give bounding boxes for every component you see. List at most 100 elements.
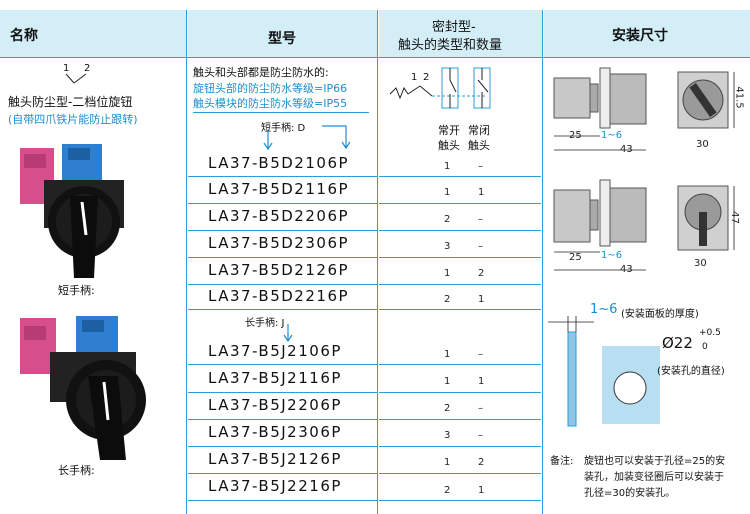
dim-43-bottom: 43 xyxy=(620,264,633,275)
header-band-name xyxy=(0,10,186,57)
row-line xyxy=(379,203,541,204)
header-install: 安装尺寸 xyxy=(612,28,668,44)
long-arrow xyxy=(283,324,293,343)
contact-no-short-4: 3 xyxy=(444,241,451,252)
contact-no-long-2: 1 xyxy=(444,376,451,387)
model-long-5: LA37-B5J2126P xyxy=(208,450,342,468)
contact-nc-short-3: – xyxy=(478,214,483,225)
row-line xyxy=(379,176,541,177)
row-line xyxy=(379,284,541,285)
contact-nc-short-2: 1 xyxy=(478,187,485,198)
contact-nc-long-1: – xyxy=(478,349,483,360)
contact-no-short-6: 2 xyxy=(444,294,451,305)
long-handle-title: 长手柄: J xyxy=(245,318,285,329)
contact-nc-long-4: – xyxy=(478,430,483,441)
header-seal-line2: 触头的类型和数量 xyxy=(398,38,503,53)
dim-range-bottom: 1~6 xyxy=(601,250,623,261)
model-short-2: LA37-B5D2116P xyxy=(208,180,350,198)
contact-no-long-5: 1 xyxy=(444,457,451,468)
contact-no-short-5: 1 xyxy=(444,268,451,279)
contact-no-long-3: 2 xyxy=(444,403,451,414)
row-line xyxy=(188,203,377,204)
hole-note: (安装孔的直径) xyxy=(657,366,725,377)
short-arrow-left xyxy=(263,130,273,151)
contact-nc-short-6: 1 xyxy=(478,294,485,305)
row-line xyxy=(379,473,541,474)
model-intro-underline xyxy=(193,112,369,113)
model-short-5: LA37-B5D2126P xyxy=(208,261,350,279)
mounting-hole-drawing xyxy=(602,346,660,424)
divider-3 xyxy=(542,10,543,514)
remark-line-3: 孔径=30的安装孔。 xyxy=(584,488,676,499)
product-note: (自带四爪铁片能防止跟转) xyxy=(8,113,138,126)
dim-range-top: 1~6 xyxy=(601,130,623,141)
row-line xyxy=(188,230,377,231)
ip-head-rating: 旋钮头部的防尘防水等级=IP66 xyxy=(193,82,348,95)
position-label-1: 1 xyxy=(63,63,70,74)
product-name: 触头防尘型-二档位旋钮 xyxy=(8,95,133,109)
model-short-4: LA37-B5D2306P xyxy=(208,234,350,252)
row-line xyxy=(188,284,377,285)
contact-no-long-4: 3 xyxy=(444,430,451,441)
contact-no-long-6: 2 xyxy=(444,485,451,496)
header-bottom-line xyxy=(0,57,750,58)
model-long-6: LA37-B5J2216P xyxy=(208,477,342,495)
short-arrow-right xyxy=(322,125,351,150)
divider-1 xyxy=(186,10,187,514)
dim-25-top: 25 xyxy=(569,130,582,141)
header-band-model xyxy=(188,10,377,57)
contact-symbol-label-2: 2 xyxy=(423,72,430,83)
header-name: 名称 xyxy=(10,28,38,44)
short-handle-label: 短手柄: xyxy=(58,284,95,297)
contact-nc-short-1: – xyxy=(478,161,483,172)
no-contact-label-2: 触头 xyxy=(438,139,460,152)
contact-nc-short-4: – xyxy=(478,241,483,252)
row-line xyxy=(379,446,541,447)
model-short-6: LA37-B5D2216P xyxy=(208,287,350,305)
short-handle-switch-image xyxy=(20,144,124,278)
model-intro: 触头和头部都是防尘防水的: xyxy=(193,66,329,79)
hole-diameter: Ø22 xyxy=(662,334,693,352)
dim-height-bottom: 47 xyxy=(728,211,740,224)
row-line xyxy=(188,176,377,177)
selector-position-icon xyxy=(65,73,87,84)
remark-label: 备注: xyxy=(550,456,574,467)
row-line xyxy=(188,500,377,501)
front-view-drawing-long xyxy=(677,185,735,251)
contact-nc-short-5: 2 xyxy=(478,268,485,279)
side-view-drawing-short xyxy=(553,67,647,151)
model-short-3: LA37-B5D2206P xyxy=(208,207,350,225)
front-view-drawing-short xyxy=(677,71,735,129)
model-long-3: LA37-B5J2206P xyxy=(208,396,342,414)
dim-25-bottom: 25 xyxy=(569,252,582,263)
dim-30-bottom: 30 xyxy=(694,258,707,269)
ip-module-rating: 触头模块的防尘防水等级=IP55 xyxy=(193,97,348,110)
row-line xyxy=(188,364,377,365)
divider-2 xyxy=(377,10,378,514)
model-long-2: LA37-B5J2116P xyxy=(208,369,342,387)
short-handle-title: 短手柄: D xyxy=(261,123,306,134)
hole-tolerance-plus: +0.5 xyxy=(699,328,721,338)
contact-nc-long-2: 1 xyxy=(478,376,485,387)
panel-section-drawing xyxy=(548,316,594,427)
contact-no-short-2: 1 xyxy=(444,187,451,198)
long-handle-label: 长手柄: xyxy=(58,464,95,477)
position-label-2: 2 xyxy=(84,63,91,74)
row-line xyxy=(379,419,541,420)
row-line xyxy=(379,392,541,393)
row-line xyxy=(379,230,541,231)
row-line xyxy=(188,473,377,474)
row-line xyxy=(188,392,377,393)
panel-thickness-note: (安装面板的厚度) xyxy=(621,309,699,320)
row-line xyxy=(188,446,377,447)
row-line xyxy=(188,257,377,258)
contact-no-short-3: 2 xyxy=(444,214,451,225)
row-line xyxy=(379,500,541,501)
contact-nc-long-3: – xyxy=(478,403,483,414)
header-seal-line1: 密封型- xyxy=(432,20,476,35)
panel-thickness-range: 1~6 xyxy=(590,302,618,317)
dim-30-top: 30 xyxy=(696,139,709,150)
remark-line-1: 旋钮也可以安装于孔径=25的安 xyxy=(584,456,726,467)
contact-nc-long-5: 2 xyxy=(478,457,485,468)
hole-tolerance-zero: 0 xyxy=(702,342,708,352)
